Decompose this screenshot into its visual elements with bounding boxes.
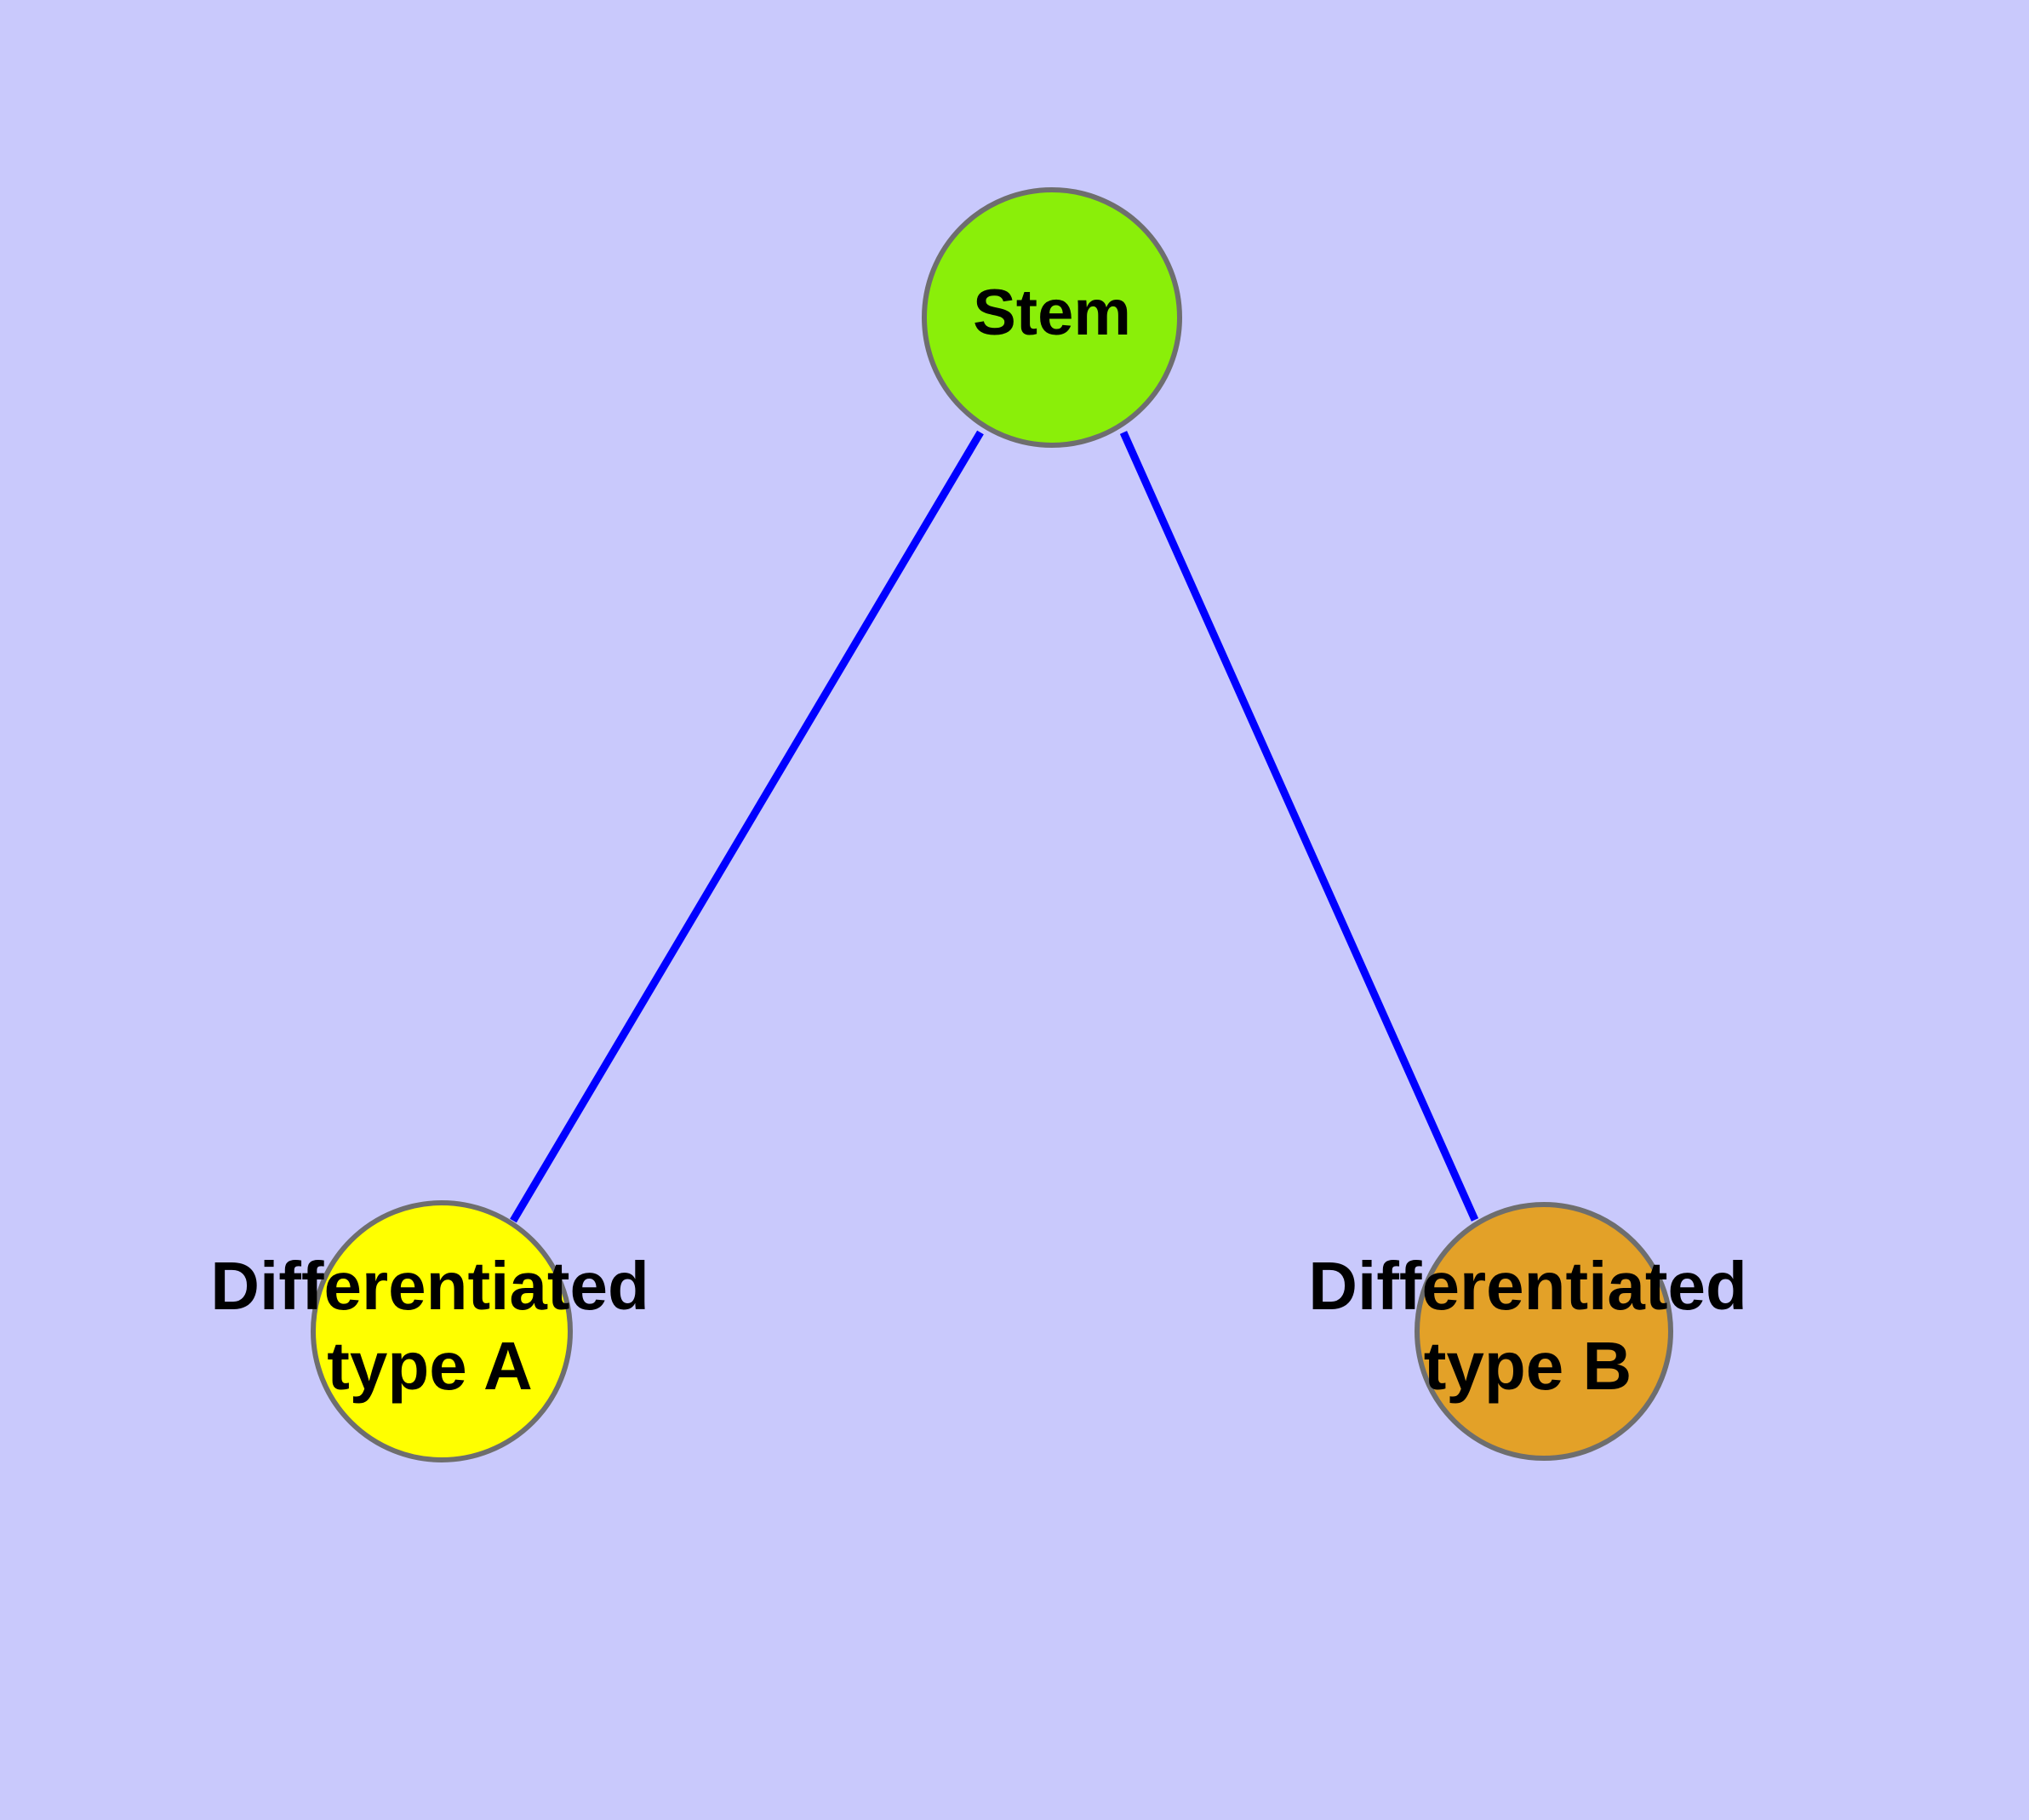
node-label-line: type A xyxy=(327,1328,533,1404)
node-differentiated-type-a[interactable] xyxy=(311,1200,573,1462)
node-stem[interactable] xyxy=(922,187,1182,448)
node-label-line: type B xyxy=(1424,1328,1632,1404)
edge-stem-to-differentiated-type-a[interactable] xyxy=(510,430,984,1223)
edge-layer xyxy=(510,430,1479,1223)
edge-stem-to-differentiated-type-b[interactable] xyxy=(1119,431,1479,1222)
node-layer xyxy=(311,187,1673,1462)
node-label-line: Stem xyxy=(973,277,1131,349)
node-label-stem: Stem xyxy=(973,277,1131,349)
node-label-line: Differentiated xyxy=(210,1248,649,1324)
node-label-line: Differentiated xyxy=(1308,1248,1747,1324)
node-differentiated-type-b[interactable] xyxy=(1415,1202,1673,1461)
